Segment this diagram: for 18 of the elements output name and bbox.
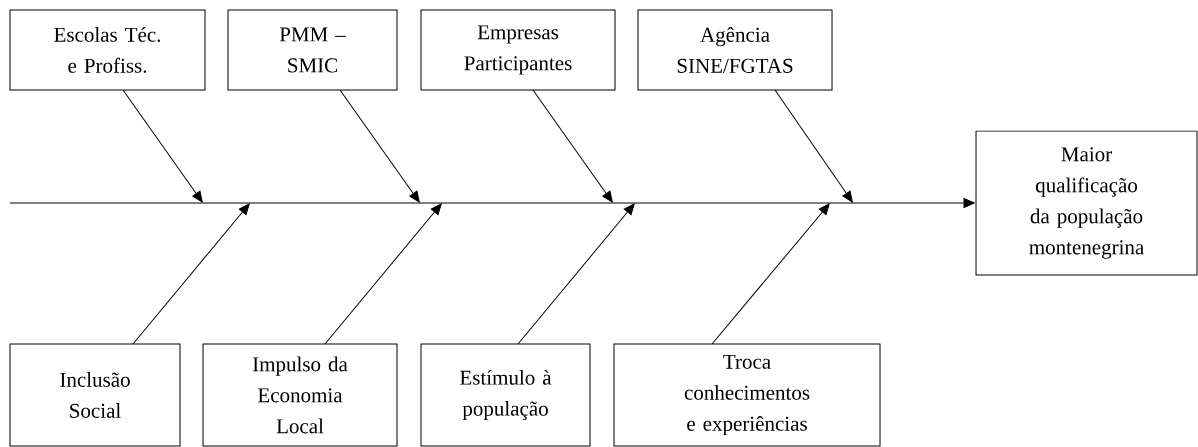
arrow <box>122 89 203 203</box>
cause-box: PMM – SMIC <box>227 9 398 91</box>
spine-arrow <box>9 198 975 208</box>
arrow <box>339 89 420 203</box>
cause-box: Impulso da Economia Local <box>202 343 398 447</box>
cause-box: Agência SINE/FGTAS <box>637 9 833 91</box>
cause-box: Empresas Participantes <box>420 9 616 91</box>
arrow <box>711 203 830 345</box>
arrow <box>517 203 635 345</box>
arrow <box>132 203 250 345</box>
cause-box: Escolas Téc. e Profiss. <box>9 9 206 91</box>
arrow <box>774 89 853 203</box>
arrow <box>532 89 613 203</box>
cause-box: Troca conhecimentos e experiências <box>613 343 881 447</box>
arrow <box>324 203 442 345</box>
cause-box: Estímulo à população <box>420 343 591 447</box>
cause-box: Inclusão Social <box>9 343 181 447</box>
effect-box: Maior qualificação da população montenegrina <box>975 130 1198 276</box>
